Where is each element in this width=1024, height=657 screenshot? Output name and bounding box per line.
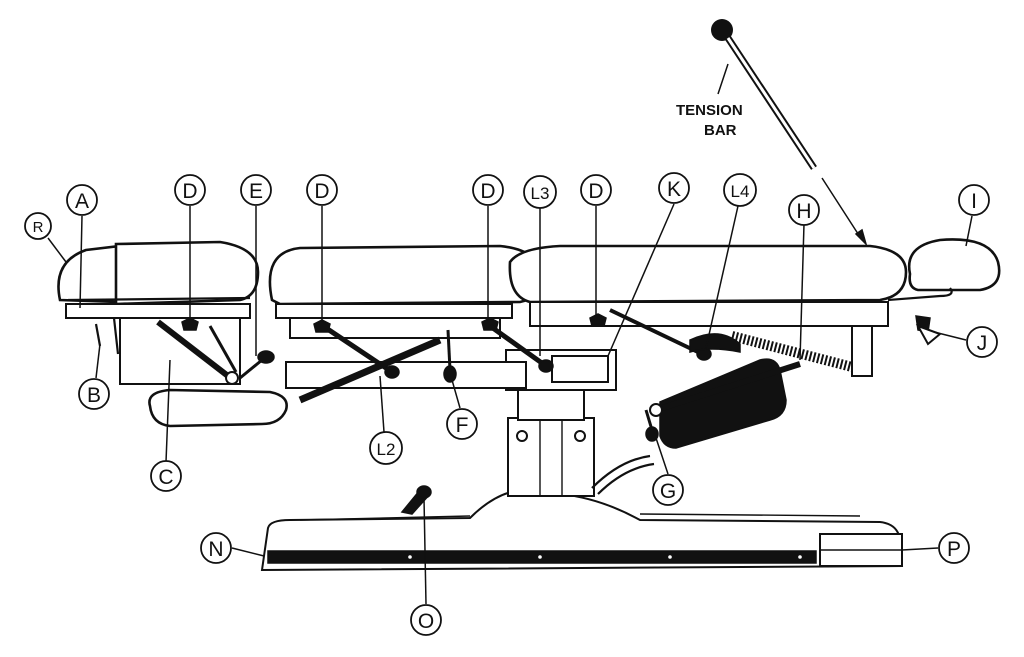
- callout-L2: L2: [369, 431, 403, 465]
- svg-text:A: A: [75, 190, 89, 213]
- callout-N: N: [200, 532, 232, 564]
- callout-A: A: [66, 184, 98, 216]
- callout-L4: L4: [723, 173, 757, 207]
- svg-text:D: D: [314, 180, 329, 203]
- callout-O: O: [410, 604, 442, 636]
- callout-F: F: [446, 408, 478, 440]
- callout-G: G: [652, 474, 684, 506]
- svg-text:L3: L3: [531, 184, 550, 203]
- callout-D2: D: [306, 174, 338, 206]
- svg-text:C: C: [158, 466, 173, 489]
- callout-C: C: [150, 460, 182, 492]
- head-section: [57, 240, 288, 428]
- svg-text:O: O: [418, 610, 434, 633]
- callout-P: P: [938, 532, 970, 564]
- callout-R: R: [24, 212, 52, 240]
- svg-text:E: E: [249, 180, 263, 203]
- svg-text:B: B: [87, 384, 101, 407]
- callout-leaders: [47, 203, 973, 605]
- callout-D1: D: [174, 174, 206, 206]
- callout-D3: D: [472, 174, 504, 206]
- callout-K: K: [658, 172, 690, 204]
- callout-E: E: [240, 174, 272, 206]
- svg-text:R: R: [33, 219, 44, 236]
- svg-text:G: G: [660, 480, 676, 503]
- svg-text:L2: L2: [377, 440, 396, 459]
- svg-text:I: I: [971, 190, 977, 213]
- callout-L3: L3: [523, 175, 557, 209]
- foot-rest: [887, 238, 1001, 346]
- svg-text:K: K: [667, 178, 681, 201]
- pedestal: [505, 349, 655, 497]
- callout-H: H: [788, 194, 820, 226]
- pelvic-section: [508, 244, 908, 449]
- callout-D4: D: [580, 174, 612, 206]
- svg-text:P: P: [947, 538, 961, 561]
- tension-bar-label-line2: BAR: [704, 122, 737, 139]
- svg-text:F: F: [456, 414, 469, 437]
- svg-text:D: D: [480, 180, 495, 203]
- svg-text:D: D: [588, 180, 603, 203]
- svg-text:D: D: [182, 180, 197, 203]
- svg-text:J: J: [977, 332, 988, 355]
- callout-I: I: [958, 184, 990, 216]
- callout-B: B: [78, 378, 110, 410]
- tension-bar-label-line1: TENSION: [676, 102, 743, 119]
- callout-J: J: [966, 326, 998, 358]
- tension-bar: TENSION BAR: [676, 19, 868, 247]
- svg-text:N: N: [208, 538, 223, 561]
- svg-text:L4: L4: [731, 182, 750, 201]
- middle-section: [268, 244, 554, 404]
- svg-text:H: H: [796, 200, 811, 223]
- table-base: [260, 485, 904, 572]
